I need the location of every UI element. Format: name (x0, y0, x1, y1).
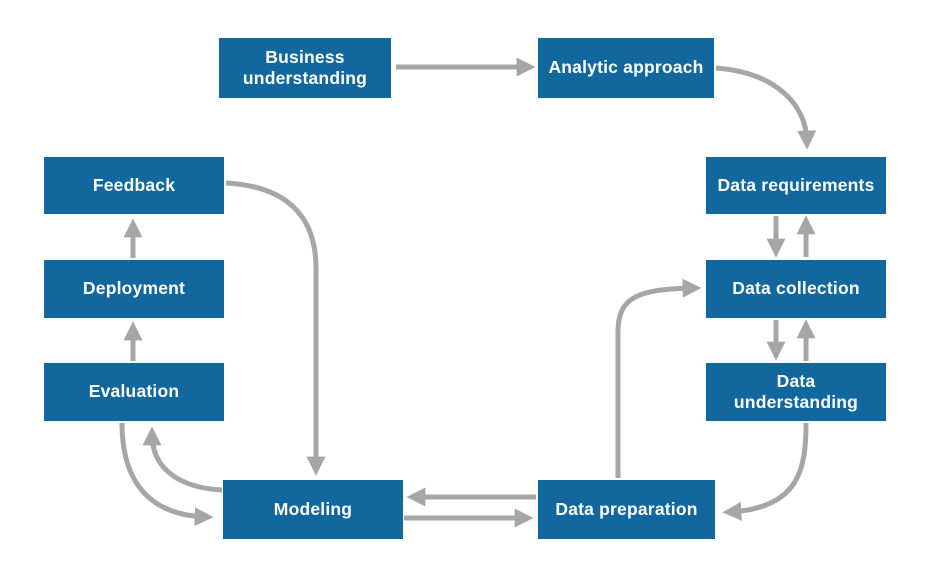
node-deployment: Deployment (44, 260, 224, 318)
node-modeling: Modeling (223, 480, 403, 539)
edge-data-preparation-to-data-collection (615, 278, 702, 478)
edge-modeling-to-evaluation (142, 426, 223, 493)
node-data-preparation: Data preparation (538, 480, 715, 539)
node-analytic-approach: Analytic approach (538, 38, 714, 98)
node-feedback: Feedback (44, 157, 224, 214)
node-business-understanding: Business understanding (219, 38, 391, 98)
node-data-collection: Data collection (706, 260, 886, 318)
node-data-understanding: Data understanding (706, 363, 886, 421)
edge-analytic-to-data-requirements (715, 65, 817, 150)
edge-data-understanding-to-data-preparation (722, 422, 809, 521)
node-data-requirements: Data requirements (706, 157, 886, 214)
edge-feedback-to-modeling (225, 180, 326, 476)
edge-evaluation-to-modeling (119, 422, 214, 527)
node-evaluation: Evaluation (44, 363, 224, 421)
